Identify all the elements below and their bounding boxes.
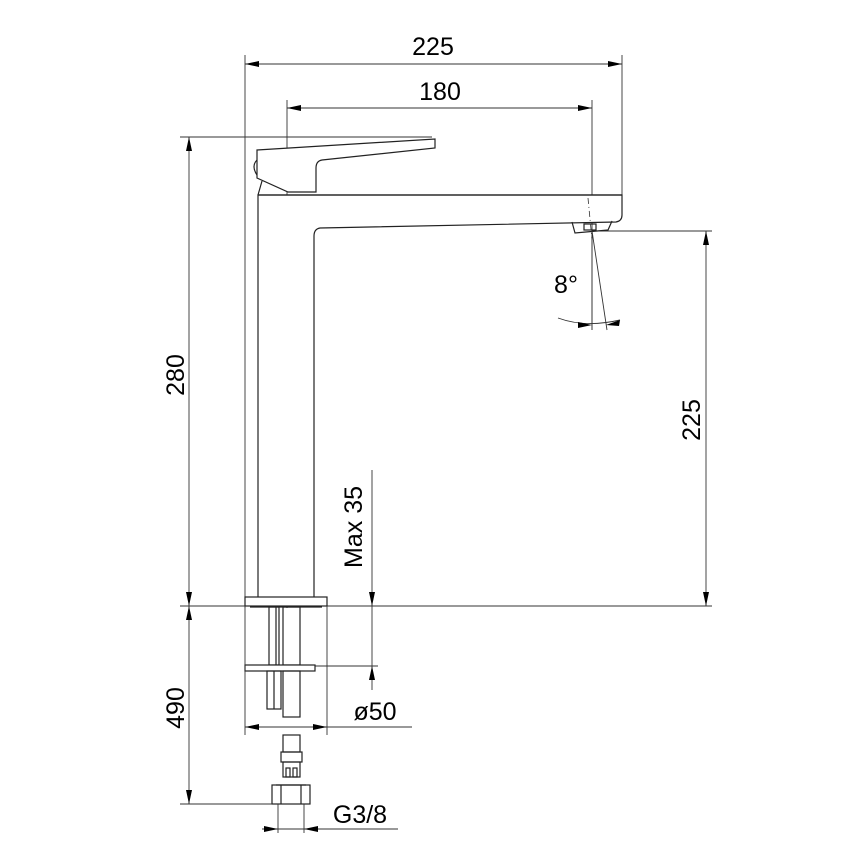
faucet-body (257, 194, 623, 607)
dimension-label-spout-angle: 8° (554, 271, 578, 299)
dimension-label-connection-thread: G3/8 (333, 801, 387, 829)
dimension-max-deck-thickness: Max 35 (315, 470, 378, 690)
mounting-assembly (244, 596, 328, 718)
dimension-label-spout-reach: 180 (419, 78, 461, 106)
dimension-label-hose-length: 490 (162, 687, 190, 729)
dimension-spout-height: 225 (592, 230, 712, 606)
dimension-label-overall-width: 225 (412, 33, 454, 61)
dimension-label-base-diameter: ø50 (353, 698, 396, 726)
dimension-base-diameter: ø50 (244, 606, 412, 735)
dimension-overall-width: 225 (244, 33, 623, 608)
lever-handle (253, 138, 436, 196)
dimension-hose-length: 490 (162, 606, 272, 805)
dimension-label-max-deck-thickness: Max 35 (340, 486, 368, 568)
dimension-connection-thread: G3/8 (262, 801, 398, 833)
hose-connector (271, 734, 311, 805)
dimension-label-total-height: 280 (162, 354, 190, 396)
dimension-label-spout-height: 225 (678, 399, 706, 441)
dimension-spout-angle: 8° (554, 230, 621, 331)
dimension-total-height: 280 (162, 136, 432, 606)
